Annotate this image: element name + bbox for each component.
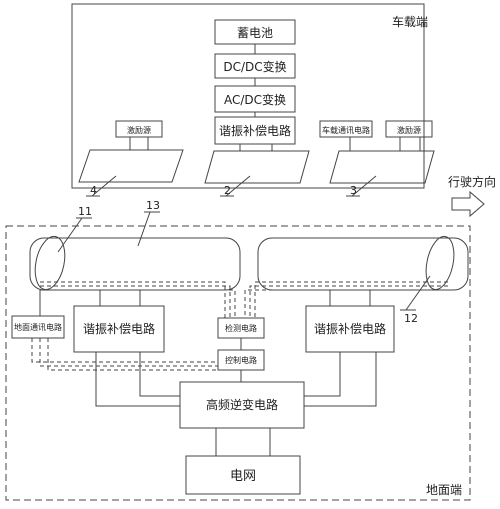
label-3: 3 (350, 184, 357, 197)
ground-comm-to-control-dashed-2 (39, 338, 218, 367)
leader-13 (137, 211, 151, 247)
grid-label: 电网 (230, 469, 256, 484)
resonance-right-box (305, 305, 395, 353)
ground-side-label: 地面端 (426, 483, 462, 497)
battery-label: 蓄电池 (237, 26, 273, 40)
resonance-left-label: 谐振补偿电路 (83, 321, 155, 336)
resonance-right-label: 谐振补偿电路 (314, 321, 386, 336)
ground-comm-box (11, 315, 65, 339)
left-coil-dashed-line-1 (40, 281, 226, 318)
resonance-comp-vehicle-label: 谐振补偿电路 (219, 123, 291, 138)
leader-4 (91, 175, 117, 197)
grid-box (185, 455, 301, 495)
acdc-label: AC/DC变换 (224, 92, 286, 107)
vehicle-side-label: 车载端 (392, 14, 428, 29)
ground-comm-to-control-dashed-3 (47, 338, 218, 371)
excitation-source-right-box (385, 120, 433, 138)
vehicle-side-box (71, 3, 425, 189)
sensor-12 (425, 235, 455, 291)
resonance-left-to-inverter-2 (139, 352, 180, 397)
direction-label: 行驶方向 (448, 174, 496, 189)
sensor-11 (34, 235, 66, 291)
right-coil-dashed-line-2 (249, 285, 448, 318)
label-12: 12 (404, 312, 418, 325)
leader-12 (405, 275, 431, 311)
vehicle-comm-label: 车载通讯电路 (322, 125, 370, 135)
vehicle-comm-box (319, 120, 373, 138)
direction-arrow-icon (451, 190, 485, 218)
inverter-box (179, 381, 305, 429)
leader-2 (225, 175, 251, 197)
label-11: 11 (78, 205, 92, 218)
excitation-source-left-box (115, 120, 163, 138)
left-coil-dashed-line-3 (40, 289, 236, 318)
resonance-right-to-inverter-2 (304, 352, 341, 397)
detect-label: 检测电路 (225, 323, 257, 333)
excitation-source-left-label: 激励源 (127, 125, 151, 135)
excitation-source-right-label: 激励源 (397, 125, 421, 135)
right-coil-dashed-line-1 (254, 281, 448, 318)
coil-3 (329, 150, 435, 184)
label-4: 4 (90, 184, 97, 197)
control-label: 控制电路 (225, 355, 257, 365)
left-coil-dashed-line-2 (40, 285, 231, 318)
coil-2 (204, 150, 310, 184)
inverter-label: 高频逆变电路 (206, 397, 278, 412)
dcdc-label: DC/DC变换 (223, 59, 286, 74)
ground-comm-to-control-dashed (31, 338, 218, 363)
label-2: 2 (224, 184, 231, 197)
leader-3 (351, 175, 377, 197)
coil-4 (78, 149, 184, 183)
ground-comm-label: 地面通讯电路 (14, 322, 62, 332)
right-coil-dashed-line-3 (244, 289, 448, 318)
resonance-left-to-inverter (95, 352, 180, 407)
leader-11 (57, 217, 83, 253)
resonance-left-box (73, 305, 165, 353)
label-13: 13 (146, 199, 160, 212)
ground-side-box (5, 225, 471, 501)
resonance-right-to-inverter (304, 352, 377, 407)
